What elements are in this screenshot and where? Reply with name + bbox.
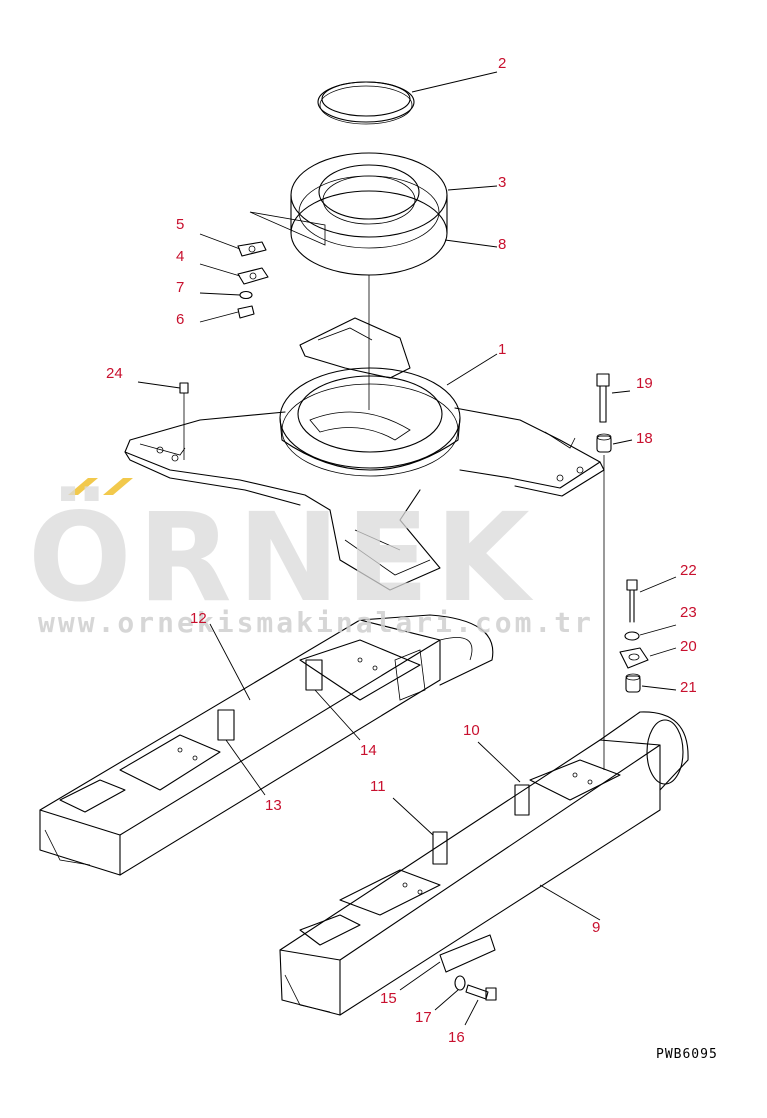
- part-6-nut: [237, 305, 255, 319]
- right-track-frame: [279, 711, 689, 1016]
- callout-6: 6: [176, 311, 184, 328]
- part-3-bearing: [290, 152, 448, 276]
- callout-2: 2: [498, 55, 506, 72]
- callout-20: 20: [680, 638, 697, 655]
- callout-10: 10: [463, 722, 480, 739]
- callout-5: 5: [176, 216, 184, 233]
- callout-8: 8: [498, 236, 506, 253]
- callout-11: 11: [370, 778, 386, 795]
- callout-22: 22: [680, 562, 697, 579]
- part-18-spacer: [596, 433, 612, 453]
- watermark-url: www.ornekismakinalari.com.tr: [38, 606, 594, 639]
- callout-14: 14: [360, 742, 377, 759]
- callout-18: 18: [636, 430, 653, 447]
- callout-15: 15: [380, 990, 397, 1007]
- part-17-washer: [454, 975, 466, 991]
- watermark-accent-right: [103, 478, 133, 495]
- callout-19: 19: [636, 375, 653, 392]
- watermark-brand: ÖRNEK: [28, 487, 536, 629]
- part-19-bolt: [596, 373, 610, 423]
- part-2-ring: [317, 81, 415, 125]
- watermark-accent-left: [68, 478, 98, 495]
- callout-1: 1: [498, 341, 506, 358]
- left-track-frame: [39, 614, 494, 876]
- part-7-washer: [239, 290, 253, 300]
- callout-12: 12: [190, 610, 207, 627]
- part-1-upper-frame: [124, 317, 605, 591]
- drawing-code: PWB6095: [656, 1047, 718, 1062]
- part-23-washer: [624, 631, 640, 641]
- part-5-gasket: [237, 241, 267, 257]
- callout-4: 4: [176, 248, 184, 265]
- part-20-block: [619, 647, 649, 669]
- callout-9: 9: [592, 919, 600, 936]
- part-4-plate: [237, 267, 269, 285]
- callout-21: 21: [680, 679, 697, 696]
- watermark: ÖRNEK www.ornekismakinalari.com.tr: [28, 478, 594, 639]
- callout-labels: 2 3 8 5 4 7 6 1 24 19 18 22 23 20 21 12 …: [106, 55, 697, 1046]
- part-21-spacer: [625, 673, 641, 693]
- part-24-bolt: [179, 382, 189, 460]
- callout-13: 13: [265, 797, 282, 814]
- callout-23: 23: [680, 604, 697, 621]
- part-16-bolt: [465, 984, 497, 1001]
- callout-17: 17: [415, 1009, 432, 1026]
- leader-lines: [137, 71, 677, 1026]
- callout-24: 24: [106, 365, 123, 382]
- callout-16: 16: [448, 1029, 465, 1046]
- part-22-bolt: [626, 579, 638, 623]
- callout-7: 7: [176, 279, 184, 296]
- callout-3: 3: [498, 174, 506, 191]
